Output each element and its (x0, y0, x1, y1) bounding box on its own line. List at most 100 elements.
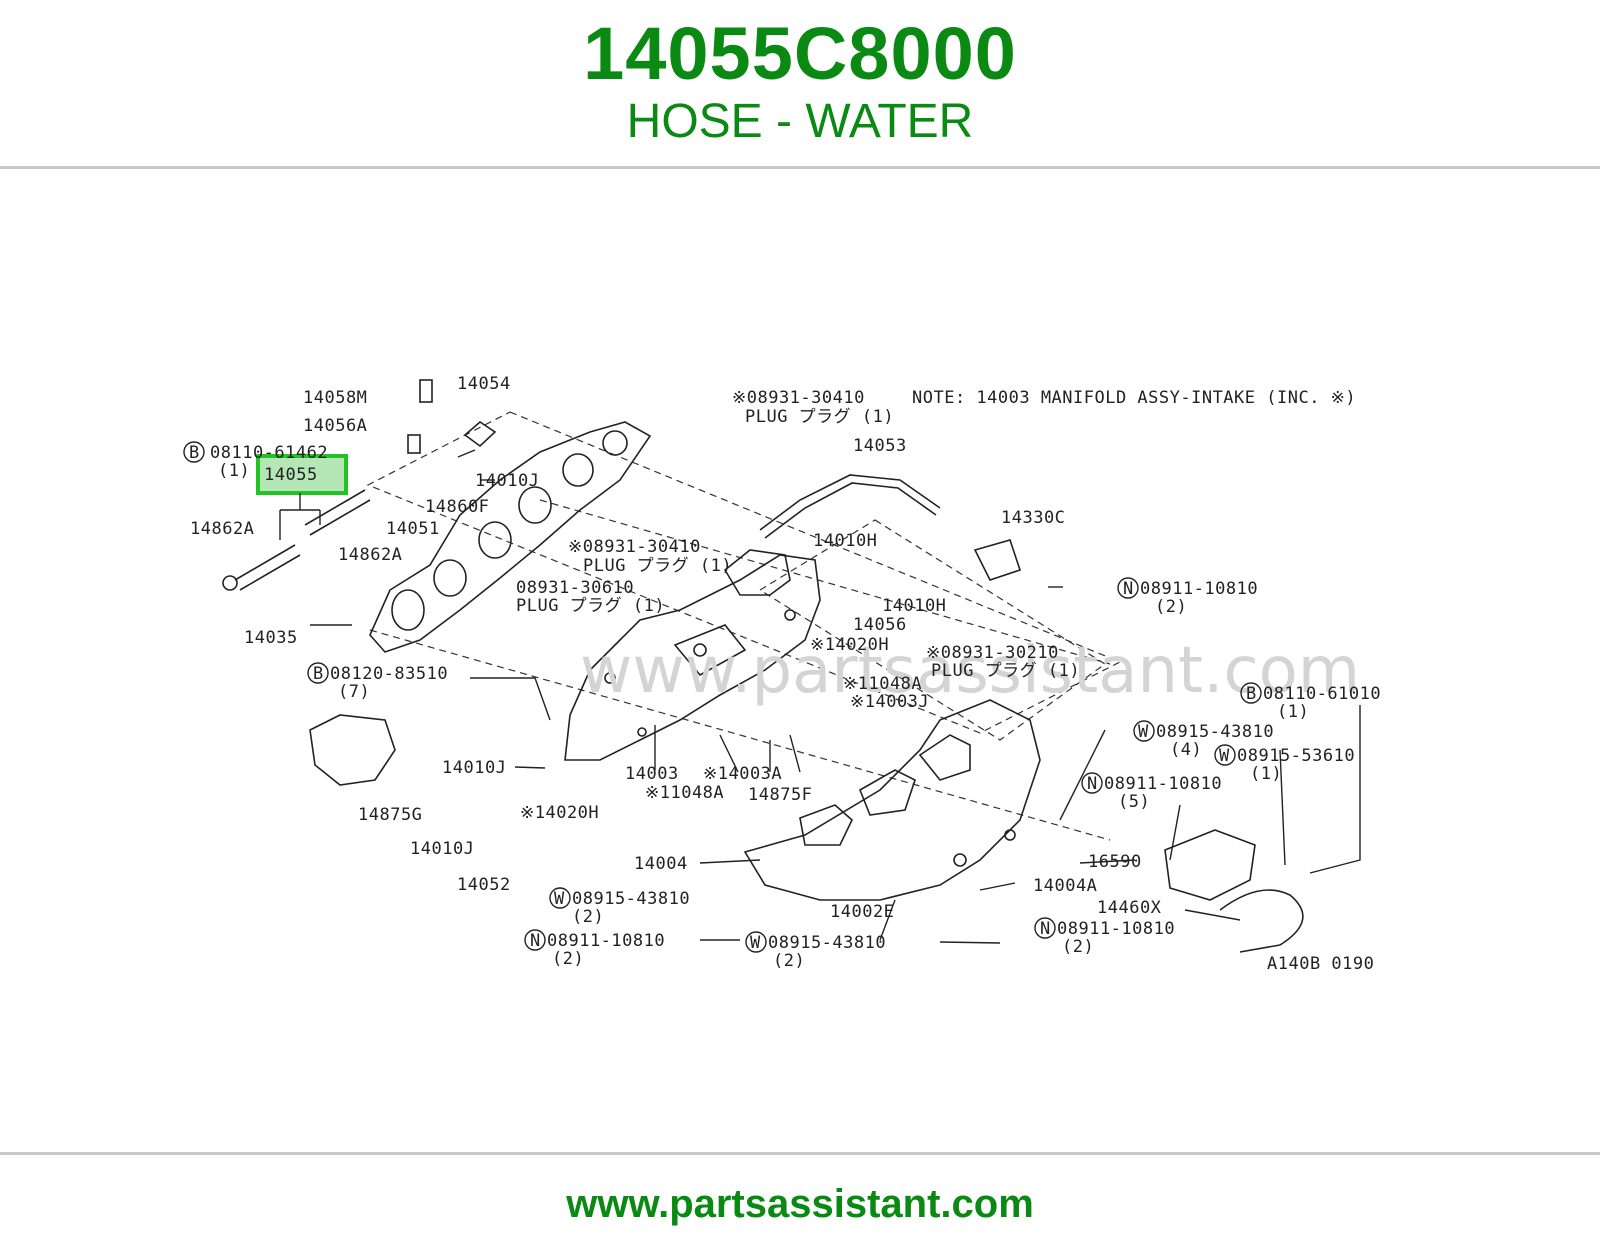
part-label: 14004 (634, 854, 688, 874)
marker-n-3: N (524, 929, 546, 951)
part-label: 14862A (190, 519, 254, 539)
part-label: 08911-10810 (1057, 919, 1175, 939)
part-label: 14010J (410, 839, 474, 859)
diagram-stroke (478, 521, 512, 559)
manifold-flange (673, 624, 747, 677)
marker-w-1: W (1133, 720, 1155, 742)
page-header: 14055C8000 HOSE - WATER (0, 0, 1600, 168)
marker-b-1: B (183, 441, 205, 463)
part-label: 14053 (853, 436, 907, 456)
part-label: 14875G (358, 805, 422, 825)
part-label: ※14003A (703, 764, 782, 784)
part-label: 14051 (386, 519, 440, 539)
part-label: 08110-61010 (1263, 684, 1381, 704)
gasket-shape (369, 421, 652, 653)
part-label: PLUG プラグ (1) (745, 407, 894, 427)
part-label: 14010H (813, 531, 877, 551)
diagram-stroke (1214, 744, 1236, 766)
marker-n-1: N (1117, 577, 1139, 599)
part-label: (2) (572, 907, 604, 927)
part-label: W (1138, 722, 1149, 742)
part-label: 14860F (425, 497, 489, 517)
diagram-stroke (391, 589, 425, 631)
marker-n-4: N (1034, 917, 1056, 939)
diagram-stroke (637, 727, 647, 737)
diagram-stroke (858, 769, 916, 816)
label-highlighted: 14055 (264, 465, 318, 485)
diagram-stroke (719, 734, 739, 773)
part-label: 14004A (1033, 876, 1097, 896)
diagram-stroke (602, 430, 628, 456)
part-label: 14010J (442, 758, 506, 778)
diagram-stroke (1081, 772, 1103, 794)
part-label: 14056 (853, 615, 907, 635)
part-number-title: 14055C8000 (583, 12, 1017, 95)
part-label: (1) (1277, 702, 1309, 722)
diagram-stroke (1309, 705, 1361, 874)
part-label: 14010H (882, 596, 946, 616)
diagram-stroke (1184, 909, 1241, 921)
part-label: N (1123, 579, 1134, 599)
part-label: ※08931-30410 (732, 388, 865, 408)
part-label: 14330C (1001, 508, 1065, 528)
diagram-stroke (784, 609, 796, 621)
water-pipe-14053 (759, 474, 941, 531)
footer-divider (0, 1152, 1600, 1155)
diagram-stroke (699, 859, 761, 864)
part-label: ※08931-30410 (568, 537, 701, 557)
diagram-stroke (183, 441, 205, 463)
manifold-riser (723, 549, 791, 596)
leader-lines (279, 449, 1361, 944)
diagram-stroke (433, 559, 467, 597)
part-label: 08911-10810 (1104, 774, 1222, 794)
hose-14055 (304, 489, 371, 536)
diagram-stroke (562, 453, 594, 487)
part-label: ※11048A (645, 783, 724, 803)
diagram-stroke (518, 486, 552, 524)
part-label: 08110-61462 (210, 443, 328, 463)
part-label: 14056A (303, 416, 367, 436)
part-label: W (750, 933, 761, 953)
diagram-stroke (407, 434, 421, 454)
thermostat-housing (309, 714, 396, 786)
part-label: ※14003J (850, 692, 929, 712)
diagram-stroke (470, 677, 551, 721)
part-label: 14058M (303, 388, 367, 408)
part-label: 08915-43810 (572, 889, 690, 909)
part-label: 14002E (830, 902, 894, 922)
water-outlet-16590 (1164, 829, 1256, 901)
diagram-stroke (979, 882, 1016, 891)
diagram-stroke (1279, 749, 1286, 866)
diagram-stroke (745, 931, 767, 953)
parts-diagram-svg: www.partsassistant.com B B B N W W N W N… (183, 374, 1381, 974)
part-label: 14010J (475, 471, 539, 491)
diagram-note: NOTE: 14003 MANIFOLD ASSY-INTAKE (INC. ※… (912, 388, 1356, 408)
part-label: B (313, 664, 324, 684)
diagram-stroke (1117, 577, 1139, 599)
diagram-stroke (1133, 720, 1155, 742)
footer-url[interactable]: www.partsassistant.com (566, 1182, 1034, 1226)
highlight-box (256, 454, 348, 495)
exhaust-manifold (743, 699, 1041, 901)
marker-b-3: B (1240, 682, 1262, 704)
diagram-stroke (514, 766, 546, 769)
part-label: (1) (218, 461, 250, 481)
part-label: (7) (338, 682, 370, 702)
part-label: (1) (1250, 764, 1282, 784)
diagram-stroke (549, 887, 571, 909)
part-label: (5) (1118, 792, 1150, 812)
part-label: 08915-43810 (1156, 722, 1274, 742)
diagram-stroke (1034, 917, 1056, 939)
diagram-stroke (419, 379, 433, 403)
diagram-stroke (939, 941, 1001, 944)
hose-14460x (1219, 889, 1304, 953)
part-label: 08915-53610 (1237, 746, 1355, 766)
part-label: 08931-30610 (516, 578, 634, 598)
diagram-stroke (222, 575, 238, 591)
gasket-outline (366, 411, 1122, 734)
part-labels: NOTE: 14003 MANIFOLD ASSY-INTAKE (INC. ※… (190, 374, 1381, 974)
diagram-stroke (457, 449, 476, 458)
part-label: 14052 (457, 875, 511, 895)
part-label: N (530, 931, 541, 951)
hose-14862a (234, 544, 301, 591)
